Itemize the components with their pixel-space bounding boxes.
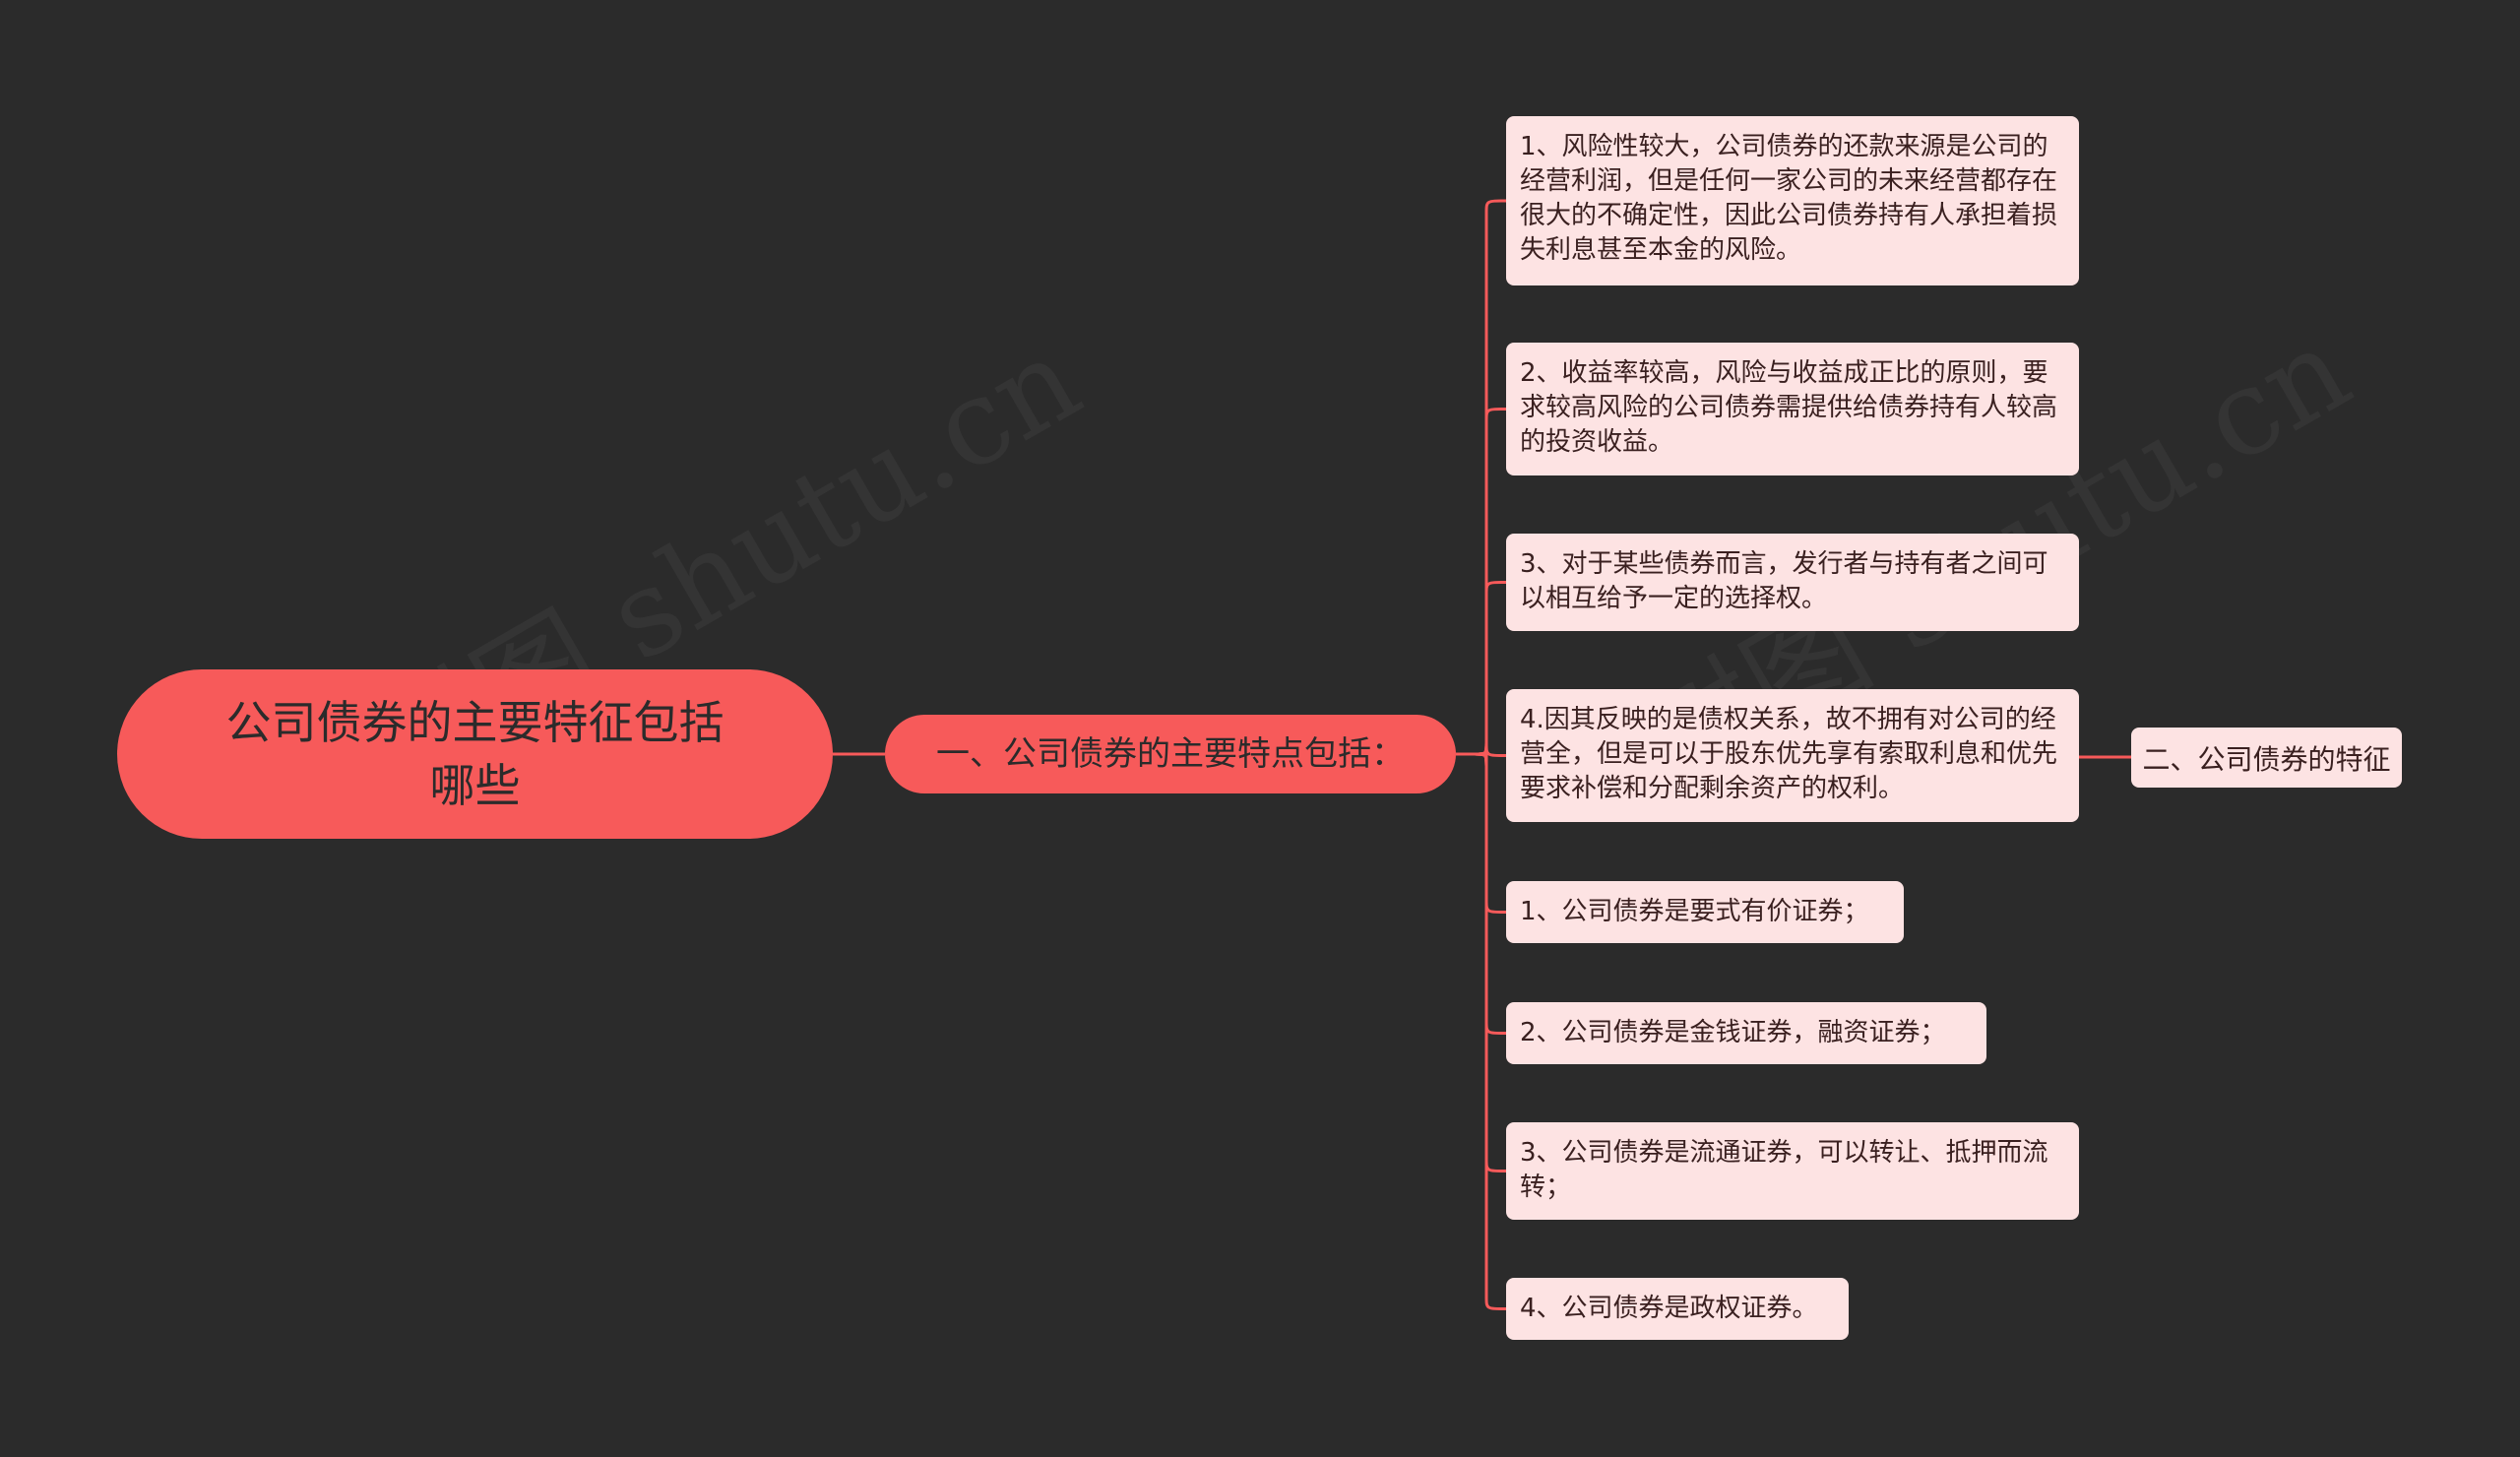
connector-branch-leaves [1456,199,1507,1310]
root-topic[interactable]: 公司债券的主要特征包括哪些 [117,669,833,839]
sub-topic-label: 二、公司债券的特征 [2142,742,2391,776]
leaf-label: 3、对于某些债券而言，发行者与持有者之间可以相互给予一定的选择权。 [1520,549,2048,613]
connector-branch-leaf-8 [1456,752,1507,1310]
leaf-risk[interactable]: 1、风险性较大，公司债券的还款来源是公司的经营利润，但是任何一家公司的未来经营都… [1506,116,2079,285]
connector-branch-leaf-6 [1456,752,1507,1035]
leaf-political-security[interactable]: 4、公司债券是政权证券。 [1506,1278,1849,1340]
leaf-circulation-security[interactable]: 3、公司债券是流通证券，可以转让、抵押而流转； [1506,1122,2079,1220]
leaf-option[interactable]: 3、对于某些债券而言，发行者与持有者之间可以相互给予一定的选择权。 [1506,534,2079,631]
leaf-label: 3、公司债券是流通证券，可以转让、抵押而流转； [1520,1138,2048,1202]
connector-branch-leaf-3 [1456,581,1507,756]
leaf-label: 1、公司债券是要式有价证券； [1520,897,1869,926]
leaf-label: 4.因其反映的是债权关系，故不拥有对公司的经营全，但是可以于股东优先享有索取利息… [1520,705,2058,803]
leaf-money-security[interactable]: 2、公司债券是金钱证券，融资证券； [1506,1002,1986,1064]
connector-branch-leaf-5 [1456,752,1507,914]
leaf-label: 4、公司债券是政权证券。 [1520,1294,1818,1323]
leaf-return[interactable]: 2、收益率较高，风险与收益成正比的原则，要求较高风险的公司债券需提供给债券持有人… [1506,343,2079,475]
connector-branch-leaf-1 [1456,199,1507,756]
leaf-label: 2、公司债券是金钱证券，融资证券； [1520,1018,1946,1047]
connector-branch-leaf-7 [1456,752,1507,1172]
root-topic-label: 公司债券的主要特征包括哪些 [225,696,724,812]
leaf-formal-security[interactable]: 1、公司债券是要式有价证券； [1506,881,1904,943]
branch-main-features-label: 一、公司债券的主要特点包括： [936,734,1405,774]
branch-main-features[interactable]: 一、公司债券的主要特点包括： [885,715,1456,793]
sub-topic-characteristics[interactable]: 二、公司债券的特征 [2131,728,2402,788]
leaf-label: 2、收益率较高，风险与收益成正比的原则，要求较高风险的公司债券需提供给债券持有人… [1520,358,2058,457]
leaf-label: 1、风险性较大，公司债券的还款来源是公司的经营利润，但是任何一家公司的未来经营都… [1520,132,2058,265]
leaf-creditor[interactable]: 4.因其反映的是债权关系，故不拥有对公司的经营全，但是可以于股东优先享有索取利息… [1506,689,2079,822]
